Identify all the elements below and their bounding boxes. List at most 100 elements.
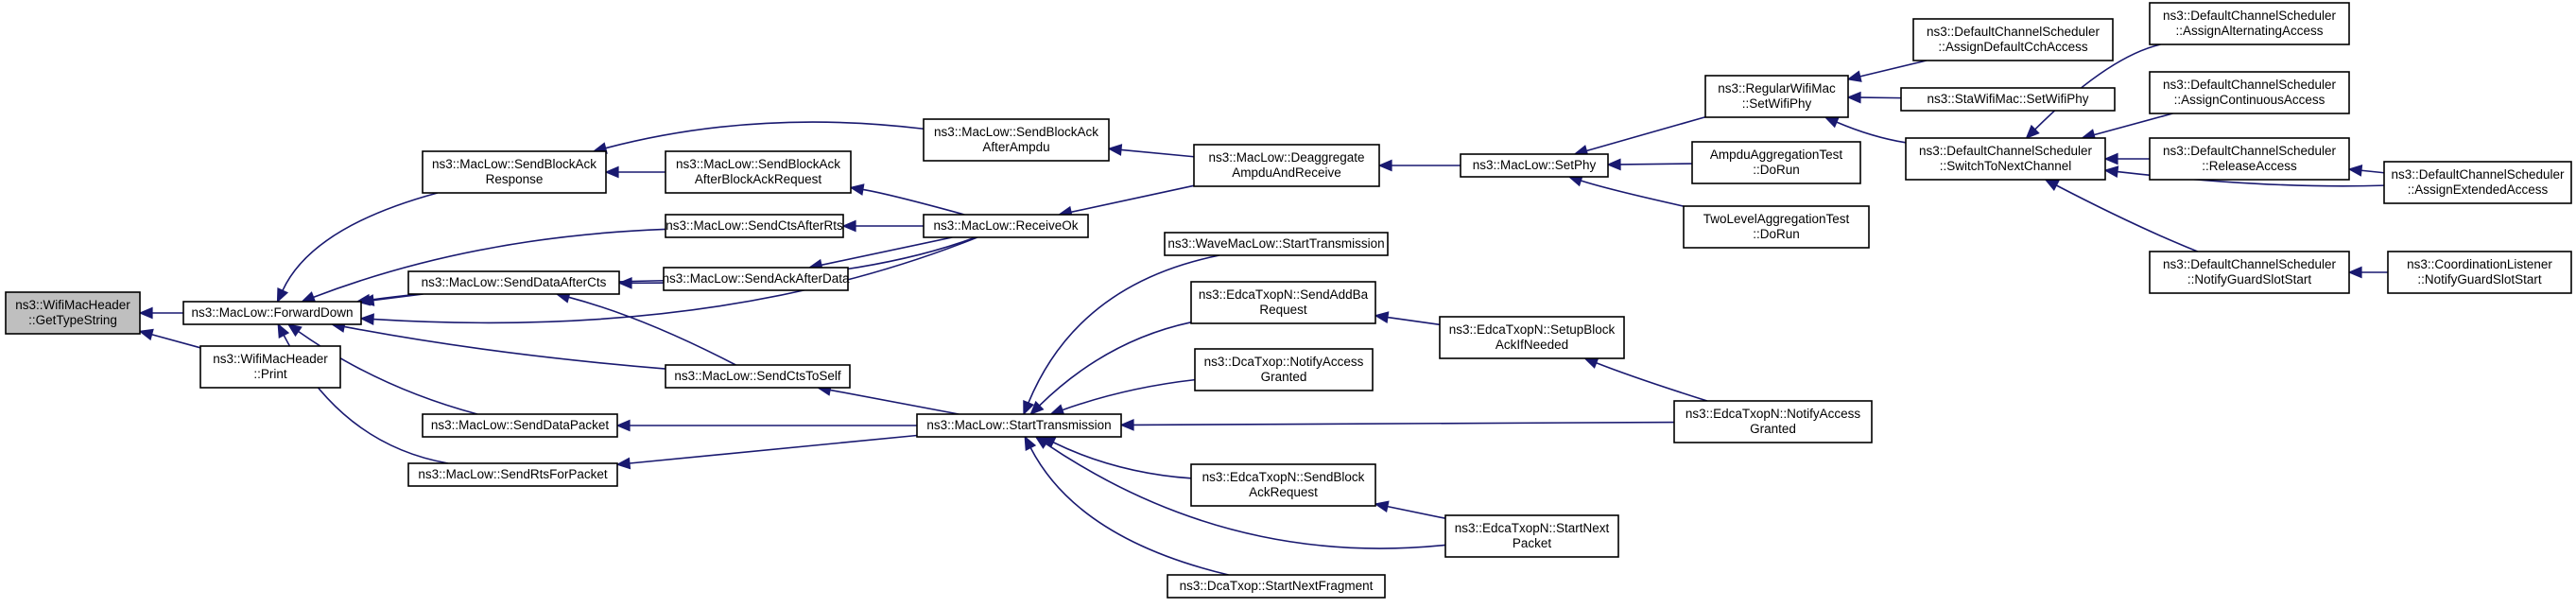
edge-sendblockackafterampdu-to-sendblockackresponse — [592, 121, 925, 154]
node-stasetwifiphy[interactable]: ns3::StaWifiMac::SetWifiPhy — [1900, 87, 2116, 112]
edge-line — [151, 334, 201, 349]
edge-assigncontinuous-to-switchtonextchannel — [2081, 113, 2173, 141]
node-label: ns3::DefaultChannelScheduler — [2163, 257, 2337, 271]
node-box — [1164, 232, 1389, 256]
node-assignextended[interactable]: ns3::DefaultChannelScheduler::AssignExte… — [2383, 161, 2572, 204]
node-coordnotifyguard[interactable]: ns3::CoordinationListener::NotifyGuardSl… — [2387, 251, 2572, 294]
node-label: Packet — [1513, 536, 1552, 550]
arrowhead — [359, 294, 375, 306]
node-label: ::DoRun — [1753, 163, 1800, 177]
node-label: ::Print — [253, 367, 287, 381]
node-setphy[interactable]: ns3::MacLow::SetPhy — [1460, 153, 1609, 178]
arrowhead — [276, 287, 289, 304]
edge-dcastartnextfrag-to-starttransmission — [1024, 435, 1229, 576]
node-label: ns3::WifiMacHeader — [15, 298, 130, 312]
edge-receiveok-to-sendackafterdata — [807, 236, 953, 271]
node-senddataafterctsA[interactable]: ns3::MacLow::SendDataAfterCts — [407, 270, 620, 295]
edge-line — [2055, 184, 2199, 252]
node-sendrtsforpacket[interactable]: ns3::MacLow::SendRtsForPacket — [407, 462, 618, 487]
edge-stasetwifiphy-to-regularsetwifiphy — [1846, 91, 1902, 104]
edge-line — [1586, 115, 1706, 152]
node-switchtonextchannel[interactable]: ns3::DefaultChannelScheduler::SwitchToNe… — [1905, 137, 2106, 181]
edge-receiveok-to-sendctsafterrts — [841, 219, 924, 233]
arrowhead — [2025, 124, 2040, 140]
node-label: ::AssignExtendedAccess — [2408, 182, 2549, 197]
arrowhead — [1824, 116, 1840, 129]
node-box — [2149, 137, 2350, 181]
edge-sendrtsforpacket-to-forwarddown — [277, 322, 449, 464]
node-box — [663, 267, 849, 291]
node-label: ns3::DefaultChannelScheduler — [2391, 167, 2565, 182]
node-label: Granted — [1261, 370, 1307, 384]
node-label: ns3::MacLow::ForwardDown — [191, 305, 353, 320]
node-sendctstoself[interactable]: ns3::MacLow::SendCtsToSelf — [665, 364, 851, 389]
node-gettypestring[interactable]: ns3::WifiMacHeader::GetTypeString — [5, 291, 141, 335]
node-forwarddown[interactable]: ns3::MacLow::ForwardDown — [182, 301, 362, 325]
node-label: ns3::MacLow::SendRtsForPacket — [418, 467, 608, 481]
edge-line — [862, 188, 965, 216]
edge-deaggregate-to-sendblockackafterampdu — [1107, 144, 1195, 158]
edge-line — [1581, 180, 1685, 207]
node-box — [2149, 251, 2350, 294]
edge-line — [829, 389, 960, 415]
arrowhead — [2347, 164, 2363, 177]
node-senddatapacket[interactable]: ns3::MacLow::SendDataPacket — [422, 413, 618, 438]
arrowhead — [1374, 500, 1390, 513]
node-assigndefaultcch[interactable]: ns3::DefaultChannelScheduler::AssignDefa… — [1912, 18, 2114, 61]
node-label: ns3::EdcaTxopN::SetupBlock — [1449, 322, 1616, 337]
edge-line — [298, 330, 478, 415]
node-notifyguardslotstart[interactable]: ns3::DefaultChannelScheduler::NotifyGuar… — [2149, 251, 2350, 294]
node-ampduaggtest[interactable]: AmpduAggregationTest::DoRun — [1691, 141, 1861, 184]
edges-layer — [138, 43, 2388, 576]
node-releaseaccess[interactable]: ns3::DefaultChannelScheduler::ReleaseAcc… — [2149, 137, 2350, 181]
edge-line — [1836, 121, 1907, 144]
node-box — [5, 291, 141, 335]
edge-line — [2034, 43, 2161, 130]
node-box — [1167, 574, 1386, 599]
node-starttransmission[interactable]: ns3::MacLow::StartTransmission — [916, 413, 1122, 438]
arrowhead — [1846, 91, 1861, 104]
arrowhead — [1583, 357, 1599, 369]
node-label: ::ReleaseAccess — [2202, 159, 2297, 173]
edge-starttransmission-to-sendrtsforpacket — [615, 434, 918, 470]
node-label: ns3::WaveMacLow::StartTransmission — [1167, 236, 1384, 251]
node-dcastartnextfrag[interactable]: ns3::DcaTxop::StartNextFragment — [1167, 574, 1386, 599]
node-receiveok[interactable]: ns3::MacLow::ReceiveOk — [923, 214, 1089, 238]
node-assignalternating[interactable]: ns3::DefaultChannelScheduler::AssignAlte… — [2149, 2, 2350, 45]
edge-receiveok-to-sendblockackafterbar — [849, 183, 965, 216]
edge-line — [343, 325, 666, 370]
arrowhead — [2044, 179, 2060, 191]
node-twolevelaggtest[interactable]: TwoLevelAggregationTest::DoRun — [1683, 205, 1870, 249]
node-box — [1190, 281, 1376, 324]
node-label: ::GetTypeString — [28, 313, 117, 327]
node-box — [407, 462, 618, 487]
node-box — [407, 270, 620, 295]
edge-line — [1039, 321, 1192, 407]
arrowhead — [615, 457, 631, 470]
node-regularsetwifiphy[interactable]: ns3::RegularWifiMac::SetWifiPhy — [1704, 75, 1849, 118]
node-box — [1673, 400, 1873, 443]
arrowhead — [1024, 435, 1037, 452]
node-sendctsafterrts[interactable]: ns3::MacLow::SendCtsAfterRts — [665, 214, 844, 238]
nodes-layer: ns3::WifiMacHeader::GetTypeStringns3::Ma… — [5, 2, 2572, 599]
node-sendackafterdata[interactable]: ns3::MacLow::SendAckAfterData — [662, 267, 850, 291]
node-wavestarttx[interactable]: ns3::WaveMacLow::StartTransmission — [1164, 232, 1389, 256]
node-print[interactable]: ns3::WifiMacHeader::Print — [199, 345, 341, 389]
edge-assignalternating-to-switchtonextchannel — [2025, 43, 2161, 140]
edge-setphy-to-deaggregate — [1377, 159, 1461, 172]
node-label: AckRequest — [1249, 485, 1318, 499]
node-assigncontinuous[interactable]: ns3::DefaultChannelScheduler::AssignCont… — [2149, 71, 2350, 114]
node-sendblockackafterbar[interactable]: ns3::MacLow::SendBlockAckAfterBlockAckRe… — [665, 150, 852, 194]
edge-line — [1596, 362, 1708, 402]
node-box — [1691, 141, 1861, 184]
edge-line — [1387, 316, 1441, 326]
